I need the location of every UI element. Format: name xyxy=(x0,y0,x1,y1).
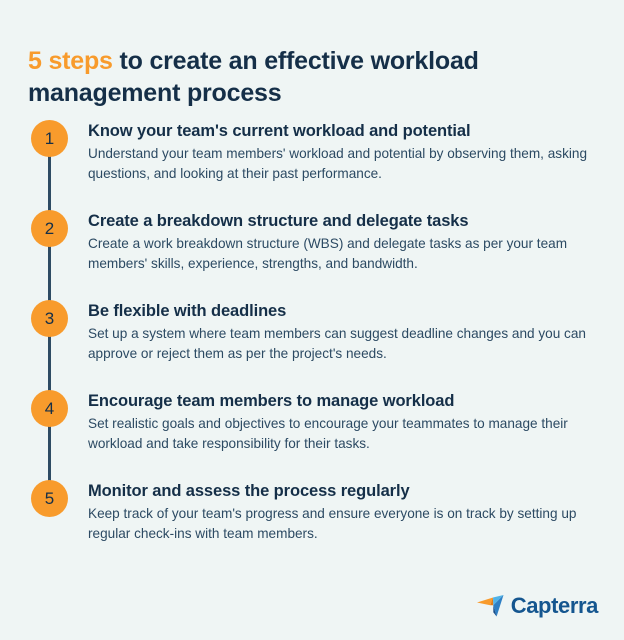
timeline-connector xyxy=(48,210,51,300)
step-rail: 1 xyxy=(28,120,70,210)
list-item: 2 Create a breakdown structure and deleg… xyxy=(0,210,624,300)
list-item: 4 Encourage team members to manage workl… xyxy=(0,390,624,480)
brand-footer: Capterra xyxy=(476,593,599,618)
step-description: Understand your team members' workload a… xyxy=(88,146,588,181)
step-title: Be flexible with deadlines xyxy=(88,302,287,320)
step-title: Create a breakdown structure and delegat… xyxy=(88,212,469,230)
step-body: Be flexible with deadlines Set up a syst… xyxy=(70,300,624,364)
step-rail: 4 xyxy=(28,390,70,480)
list-item: 5 Monitor and assess the process regular… xyxy=(0,480,624,570)
step-body: Create a breakdown structure and delegat… xyxy=(70,210,624,274)
timeline-connector xyxy=(48,390,51,480)
page-title-accent: 5 steps xyxy=(28,46,113,75)
step-description: Set realistic goals and objectives to en… xyxy=(88,416,568,451)
list-item: 1 Know your team's current workload and … xyxy=(0,120,624,210)
step-title: Monitor and assess the process regularly xyxy=(88,482,410,500)
step-body: Encourage team members to manage workloa… xyxy=(70,390,624,454)
page-title: 5 steps to create an effective workload … xyxy=(28,45,588,109)
step-description: Set up a system where team members can s… xyxy=(88,326,586,361)
timeline-connector xyxy=(48,300,51,390)
step-number-badge: 3 xyxy=(31,300,68,337)
step-description: Create a work breakdown structure (WBS) … xyxy=(88,236,568,271)
timeline-connector xyxy=(48,138,51,210)
step-rail: 2 xyxy=(28,210,70,300)
step-number-badge: 4 xyxy=(31,390,68,427)
brand-name: Capterra xyxy=(510,593,599,618)
step-rail: 3 xyxy=(28,300,70,390)
step-description: Keep track of your team's progress and e… xyxy=(88,506,577,541)
list-item: 3 Be flexible with deadlines Set up a sy… xyxy=(0,300,624,390)
step-body: Monitor and assess the process regularly… xyxy=(70,480,624,544)
capterra-paper-plane-icon xyxy=(476,595,504,617)
step-rail: 5 xyxy=(28,480,70,570)
step-number-badge: 1 xyxy=(31,120,68,157)
step-body: Know your team's current workload and po… xyxy=(70,120,624,184)
page-title-rest: to create an effective workload manageme… xyxy=(28,46,479,107)
step-number-badge: 2 xyxy=(31,210,68,247)
step-title: Know your team's current workload and po… xyxy=(88,122,471,140)
step-number-badge: 5 xyxy=(31,480,68,517)
steps-list: 1 Know your team's current workload and … xyxy=(0,120,624,570)
step-title: Encourage team members to manage workloa… xyxy=(88,392,455,410)
